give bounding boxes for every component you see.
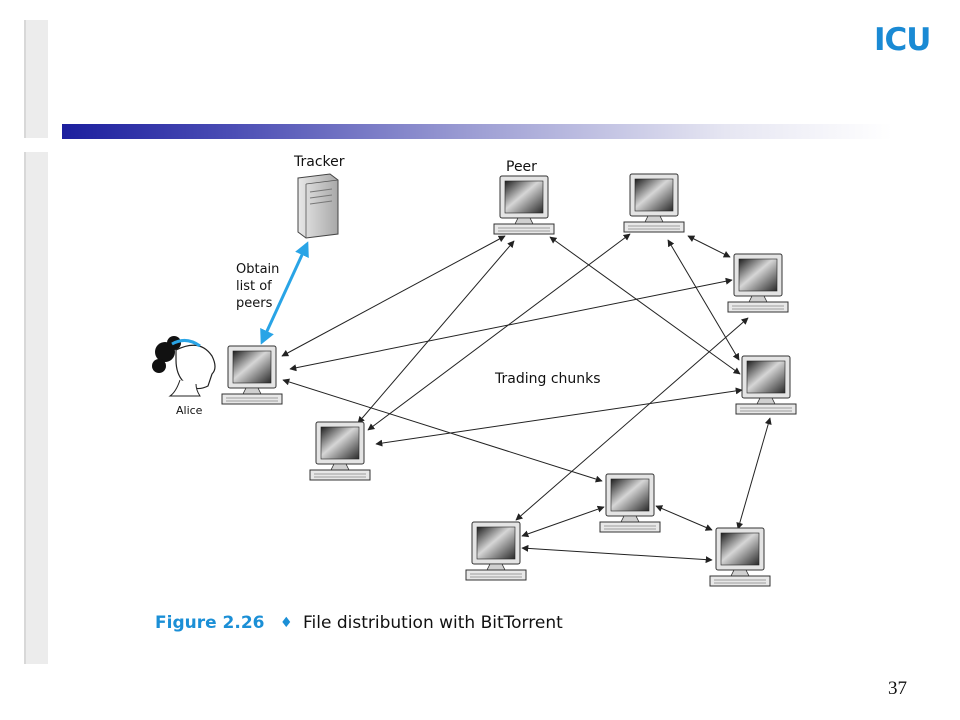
left-accent-bar-bottom: [24, 152, 48, 664]
computer-icon: [221, 345, 283, 405]
figure-caption: File distribution with BitTorrent: [303, 613, 563, 633]
figure-number: Figure 2.26: [155, 613, 265, 633]
computer-icon: [599, 473, 661, 533]
computer-icon: [465, 521, 527, 581]
bittorrent-diagram: Tracker Obtain list of peers Alice: [152, 154, 797, 633]
computer-icon: [623, 173, 685, 233]
obtain-peers-label: Obtain list of peers: [236, 262, 284, 311]
server-icon: [297, 173, 339, 239]
computer-icon: [309, 421, 371, 481]
page-number: 37: [888, 678, 907, 699]
person-icon: [152, 336, 216, 397]
title-rule: [62, 124, 892, 139]
peer-label: Peer: [506, 159, 537, 175]
alice-label: Alice: [176, 404, 203, 417]
caption-separator: ♦: [280, 615, 293, 631]
computer-icon: [735, 355, 797, 415]
trading-chunks-label: Trading chunks: [494, 371, 601, 387]
computer-icon: [727, 253, 789, 313]
computer-icon: [493, 175, 555, 235]
logo-icon: ICU: [874, 22, 931, 56]
logo-text: ICU: [874, 22, 930, 56]
trading-arrows: [281, 233, 772, 564]
tracker-label: Tracker: [293, 154, 345, 170]
computer-icon: [709, 527, 771, 587]
left-accent-bar-top: [24, 20, 48, 138]
